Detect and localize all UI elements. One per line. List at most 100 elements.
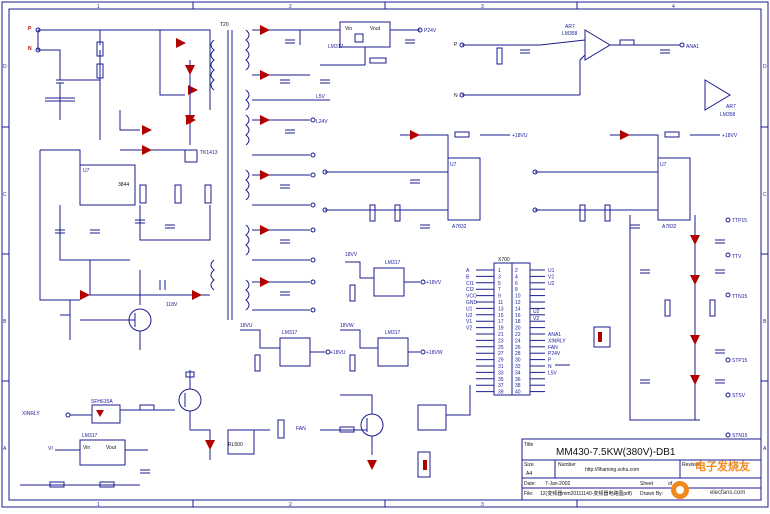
sheet-value: of: [668, 481, 673, 487]
mosfet-name: TK1413: [200, 150, 218, 156]
x700-signal-right: P: [548, 358, 552, 364]
transformer-ref: T20: [220, 22, 229, 28]
transformer-t20: T20: [210, 22, 250, 320]
x700-pin-left: 13: [498, 306, 504, 312]
net-labels: P N P N P24V ANA1 +18VU +18VV +18VV +18V…: [22, 26, 748, 452]
x700-pin-left: 11: [498, 300, 503, 306]
x700-signal-right: FAN: [548, 345, 558, 351]
x700-signal-left: VCC: [466, 294, 477, 300]
x700-pin-right: 12: [515, 300, 521, 306]
x700-pin-left: 9: [498, 294, 501, 300]
net-vw-in: 18VW: [340, 323, 354, 329]
net-l24v: L24V: [316, 119, 328, 125]
net-118v: 118V: [166, 302, 178, 308]
x700-signal-left: A: [466, 268, 470, 274]
x700-pin-right: 26: [515, 345, 521, 351]
regulator-vu: LM317: [240, 329, 331, 372]
net-stsv: STSV: [732, 393, 746, 399]
net-ana1: ANA1: [686, 44, 699, 50]
x700-pin-left: 25: [498, 345, 504, 351]
net-ttp15: TTP15: [732, 218, 747, 224]
net-n-right: N: [454, 93, 458, 99]
x700-signal-right: N: [548, 364, 552, 370]
title-block: Title MM430-7.5KW(380V)-DB1 Size A4 Numb…: [521, 438, 762, 501]
x700-pin-right: 22: [515, 332, 521, 338]
x700-pin-right: 40: [515, 390, 521, 396]
revision-label: Revision: [682, 462, 701, 468]
x700-pin-left: 1: [498, 268, 501, 274]
opamp1-symbol: [584, 29, 611, 61]
pwm-name: 3844: [118, 182, 129, 188]
watermark-cn: 电子发烧友: [695, 459, 750, 473]
drv-u-ref: U7: [450, 162, 457, 168]
x700-pin-group: 1A3B5CI17CI29VCC11GND13U115U217V119V2212…: [466, 268, 566, 396]
x700-pin-right: 14: [515, 306, 521, 312]
watermark-en: elecfans.com: [710, 490, 745, 496]
x700-pin-left: 35: [498, 377, 504, 383]
regulator-top: Vin Vout LM317: [300, 21, 423, 66]
regulator-vw: LM317: [340, 329, 426, 372]
net-18vu-out: +18VU: [330, 350, 346, 356]
title-label: Title: [524, 442, 533, 448]
x700-pin-right: 36: [515, 377, 521, 383]
x700-pin-right: 8: [515, 287, 518, 293]
connector-x700: X700 1A3B5CI17CI29VCC11GND13U115U217V119…: [466, 257, 566, 396]
x700-pin-left: 31: [498, 364, 504, 370]
drv-v-name: A7832: [662, 224, 677, 230]
file-value: 12(变频器mm20111140-变频器电路图pdf): [540, 490, 632, 497]
net-ttn15: TTN15: [732, 294, 748, 300]
x700-pin-left: 15: [498, 313, 504, 319]
border-col-1-bottom: 1: [97, 502, 100, 508]
net-vu-in: 18VU: [240, 323, 253, 329]
flyback-primary-section: [35, 27, 212, 350]
border-row-c-left: C: [3, 192, 7, 198]
x700-pin-right: 24: [515, 338, 521, 344]
secondary-outputs: [252, 25, 330, 313]
x700-signal-right: XINRLY: [548, 338, 566, 344]
reg-top-vout: Vout: [370, 26, 381, 32]
x700-pin-right: 34: [515, 370, 521, 376]
net-v2: V2: [533, 316, 539, 322]
border-col-2-bottom: 2: [289, 502, 292, 508]
border-column-ticks: [2, 2, 768, 507]
border-row-b-left: B: [3, 319, 7, 325]
x700-signal-left: CI1: [466, 281, 474, 287]
x700-pin-left: 5: [498, 281, 501, 287]
reg-vv-name: LM317: [385, 260, 401, 266]
net-ttv: TTV: [732, 254, 742, 260]
net-xinrly: XINRLY: [22, 411, 40, 417]
number-label: Number: [558, 462, 576, 468]
net-18vv: +18VV: [722, 133, 738, 139]
border-row-a-left: A: [3, 446, 7, 452]
border-row-a-right: A: [763, 446, 767, 452]
x700-ref: X700: [498, 257, 510, 263]
net-l5v: L5V: [316, 94, 326, 100]
x700-pin-right: 30: [515, 358, 521, 364]
file-label: File:: [524, 491, 533, 497]
net-p24v: P24V: [424, 28, 437, 34]
x700-pin-left: 29: [498, 358, 504, 364]
border-col-2-top: 2: [289, 4, 292, 10]
x700-signal-right: V2: [548, 274, 554, 280]
x700-pin-left: 21: [498, 332, 504, 338]
x700-pin-right: 18: [515, 319, 521, 325]
net-vv-in: 18VV: [345, 252, 358, 258]
opamp1-name: LM358: [562, 31, 578, 37]
border-row-d-right: D: [763, 64, 767, 70]
x700-pin-right: 38: [515, 383, 521, 389]
reg-top-vin: Vin: [345, 26, 352, 32]
net-18vu: +18VU: [512, 133, 528, 139]
x700-signal-left: B: [466, 274, 470, 280]
reg-bot-vin: Vin: [83, 445, 90, 451]
drawn-label: Drawn By:: [640, 491, 663, 497]
x700-pin-left: 19: [498, 326, 504, 332]
opto-name: SFH615A: [91, 399, 113, 405]
net-18vv-out: +18VV: [426, 280, 442, 286]
net-p-right: P: [454, 42, 458, 48]
net-u2: U2: [533, 309, 540, 315]
x700-pin-left: 17: [498, 319, 504, 325]
gate-driver-u: U7 A7832: [322, 130, 510, 230]
border-col-3-bottom: 3: [481, 502, 484, 508]
